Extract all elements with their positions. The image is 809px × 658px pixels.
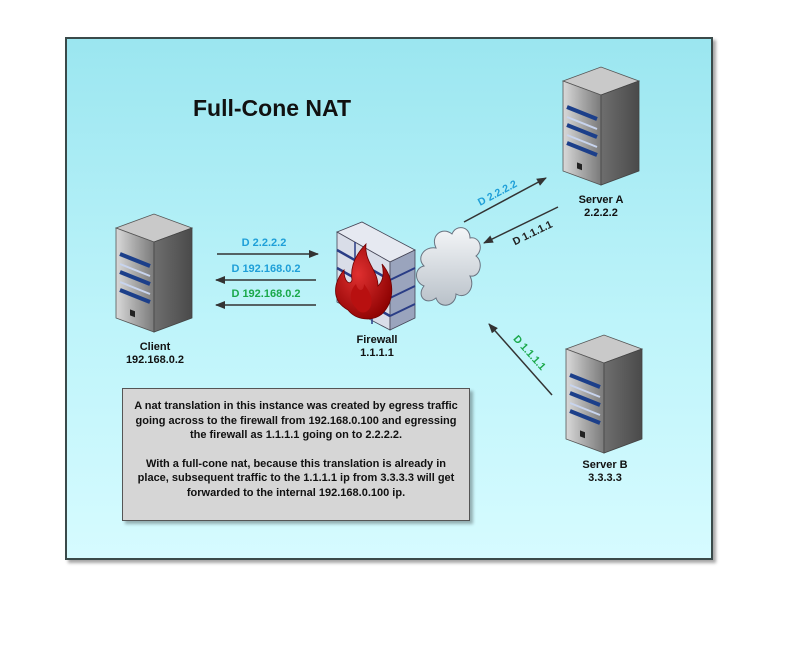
note-paragraph-2: With a full-cone nat, because this trans… <box>137 457 455 499</box>
server-b-label: Server B <box>582 459 627 471</box>
explanation-note: A nat translation in this instance was c… <box>122 388 470 521</box>
arrow-label-firewall-to-client-2: D 192.168.0.2 <box>231 288 300 300</box>
client-label: Client <box>140 341 171 353</box>
arrow-label-server-b-to-firewall: D 1.1.1.1 <box>511 333 549 373</box>
arrow-firewall-to-server-a <box>463 177 547 223</box>
firewall-label: Firewall <box>357 334 398 346</box>
arrow-server-a-to-firewall <box>483 206 559 244</box>
diagram-title: Full-Cone NAT <box>193 95 351 121</box>
server-a-ip: 2.2.2.2 <box>584 207 618 219</box>
note-paragraph-1: A nat translation in this instance was c… <box>134 400 458 441</box>
arrow-label-server-a-to-firewall: D 1.1.1.1 <box>511 219 555 249</box>
firewall-ip: 1.1.1.1 <box>360 347 394 359</box>
arrow-label-firewall-to-client-1: D 192.168.0.2 <box>231 263 300 275</box>
firewall-icon <box>335 221 416 331</box>
server-a-label: Server A <box>579 194 624 206</box>
client-ip: 192.168.0.2 <box>126 354 184 366</box>
arrow-label-client-to-firewall: D 2.2.2.2 <box>242 237 287 249</box>
server-b-icon <box>564 333 644 455</box>
server-a-icon <box>561 65 641 187</box>
arrow-server-b-to-firewall <box>488 323 553 396</box>
server-b-ip: 3.3.3.3 <box>588 472 622 484</box>
internet-cloud-icon <box>416 227 481 306</box>
client-server-icon <box>114 212 194 334</box>
